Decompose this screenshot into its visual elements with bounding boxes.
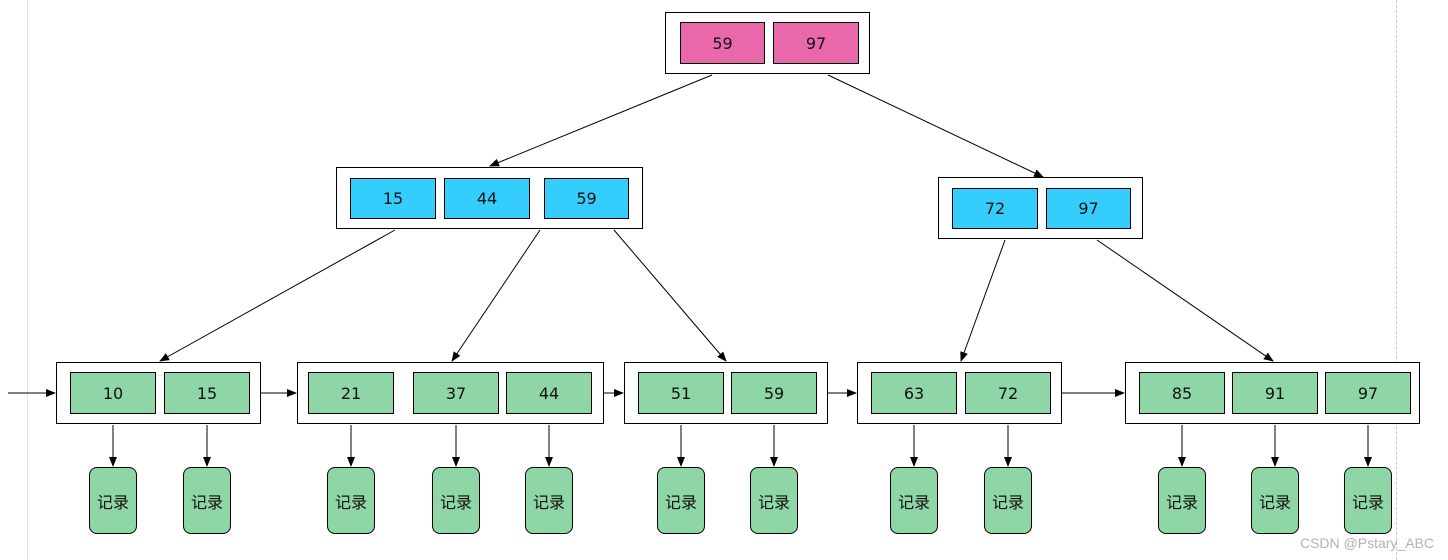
- leaf-key: 37: [413, 372, 499, 414]
- record-box: 记录: [89, 467, 137, 534]
- leaf-key: 85: [1139, 372, 1225, 414]
- edge-internal-to-leaf: [613, 229, 727, 362]
- internal-key: 59: [544, 178, 629, 219]
- leaf-key: 44: [506, 372, 592, 414]
- edge-internal-to-leaf: [1096, 239, 1274, 362]
- record-box: 记录: [750, 467, 798, 534]
- leaf-key: 51: [638, 372, 724, 414]
- record-box: 记录: [1251, 467, 1299, 534]
- record-box: 记录: [327, 467, 375, 534]
- leaf-key: 97: [1325, 372, 1411, 414]
- leaf-key: 21: [308, 372, 394, 414]
- leaf-key: 10: [70, 372, 156, 414]
- record-box: 记录: [1344, 467, 1392, 534]
- leaf-key: 72: [965, 372, 1051, 414]
- internal-key: 72: [952, 188, 1038, 229]
- record-box: 记录: [1158, 467, 1206, 534]
- edge-internal-to-leaf: [159, 229, 396, 362]
- leaf-key: 15: [164, 372, 250, 414]
- record-box: 记录: [525, 467, 573, 534]
- record-box: 记录: [183, 467, 231, 534]
- right-guide-dashed-line: [1396, 0, 1397, 560]
- edge-root-to-internal: [827, 74, 1044, 178]
- internal-key: 15: [350, 178, 436, 219]
- leaf-key: 59: [731, 372, 817, 414]
- root-key: 97: [773, 22, 859, 64]
- record-box: 记录: [432, 467, 480, 534]
- record-box: 记录: [890, 467, 938, 534]
- edge-internal-to-leaf: [960, 239, 1006, 362]
- root-key: 59: [680, 22, 765, 64]
- edge-root-to-internal: [489, 74, 713, 167]
- watermark: CSDN @Pstary_ABC: [1299, 535, 1434, 551]
- edge-internal-to-leaf: [451, 229, 541, 362]
- left-guide-line: [27, 0, 28, 560]
- record-box: 记录: [984, 467, 1032, 534]
- leaf-key: 91: [1232, 372, 1318, 414]
- internal-key: 97: [1046, 188, 1131, 229]
- leaf-key: 63: [871, 372, 957, 414]
- record-box: 记录: [657, 467, 705, 534]
- internal-key: 44: [444, 178, 530, 219]
